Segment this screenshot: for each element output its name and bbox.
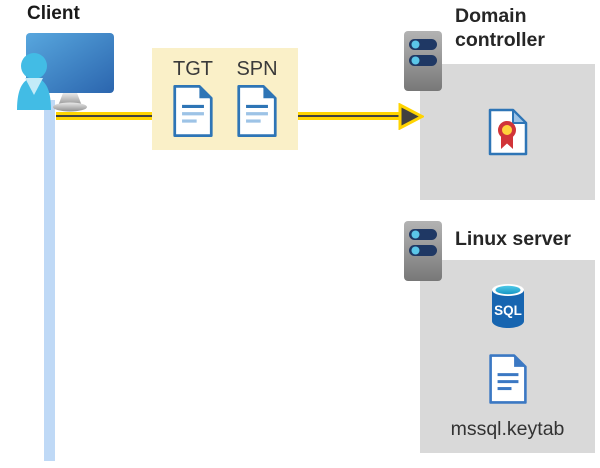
client-timeline-line xyxy=(44,100,55,461)
monitor-screen xyxy=(26,33,114,93)
tgt-label: TGT xyxy=(173,58,213,80)
linux-server-icon xyxy=(404,221,442,281)
sql-text: SQL xyxy=(494,303,522,318)
monitor-base xyxy=(53,102,87,112)
domain-controller-zone xyxy=(420,64,595,200)
keytab-document-icon xyxy=(488,354,527,404)
ticket-highlight-box: TGT SPN xyxy=(152,48,298,150)
person-head xyxy=(21,53,47,79)
domain-controller-server-icon xyxy=(404,31,442,91)
auth-flow-arrow-head xyxy=(398,103,424,130)
keytab-label: mssql.keytab xyxy=(450,418,565,440)
certificate-ribbon xyxy=(500,135,513,149)
linux-server-zone: SQL mssql.keytab xyxy=(420,260,595,453)
spn-ticket: SPN xyxy=(236,58,278,138)
sql-database-icon: SQL xyxy=(491,284,524,328)
domain-controller-label: Domain controller xyxy=(455,5,545,52)
certificate-seal xyxy=(497,121,516,139)
client-computer-icon xyxy=(17,33,114,112)
tgt-document-icon xyxy=(173,84,213,138)
spn-label: SPN xyxy=(236,58,278,80)
linux-server-label: Linux server xyxy=(455,228,571,250)
tgt-ticket: TGT xyxy=(172,58,214,138)
client-label: Client xyxy=(27,3,80,24)
person-collar xyxy=(25,78,43,95)
monitor-stand xyxy=(58,93,82,106)
certificate-icon xyxy=(488,108,527,156)
spn-document-icon xyxy=(237,84,277,138)
